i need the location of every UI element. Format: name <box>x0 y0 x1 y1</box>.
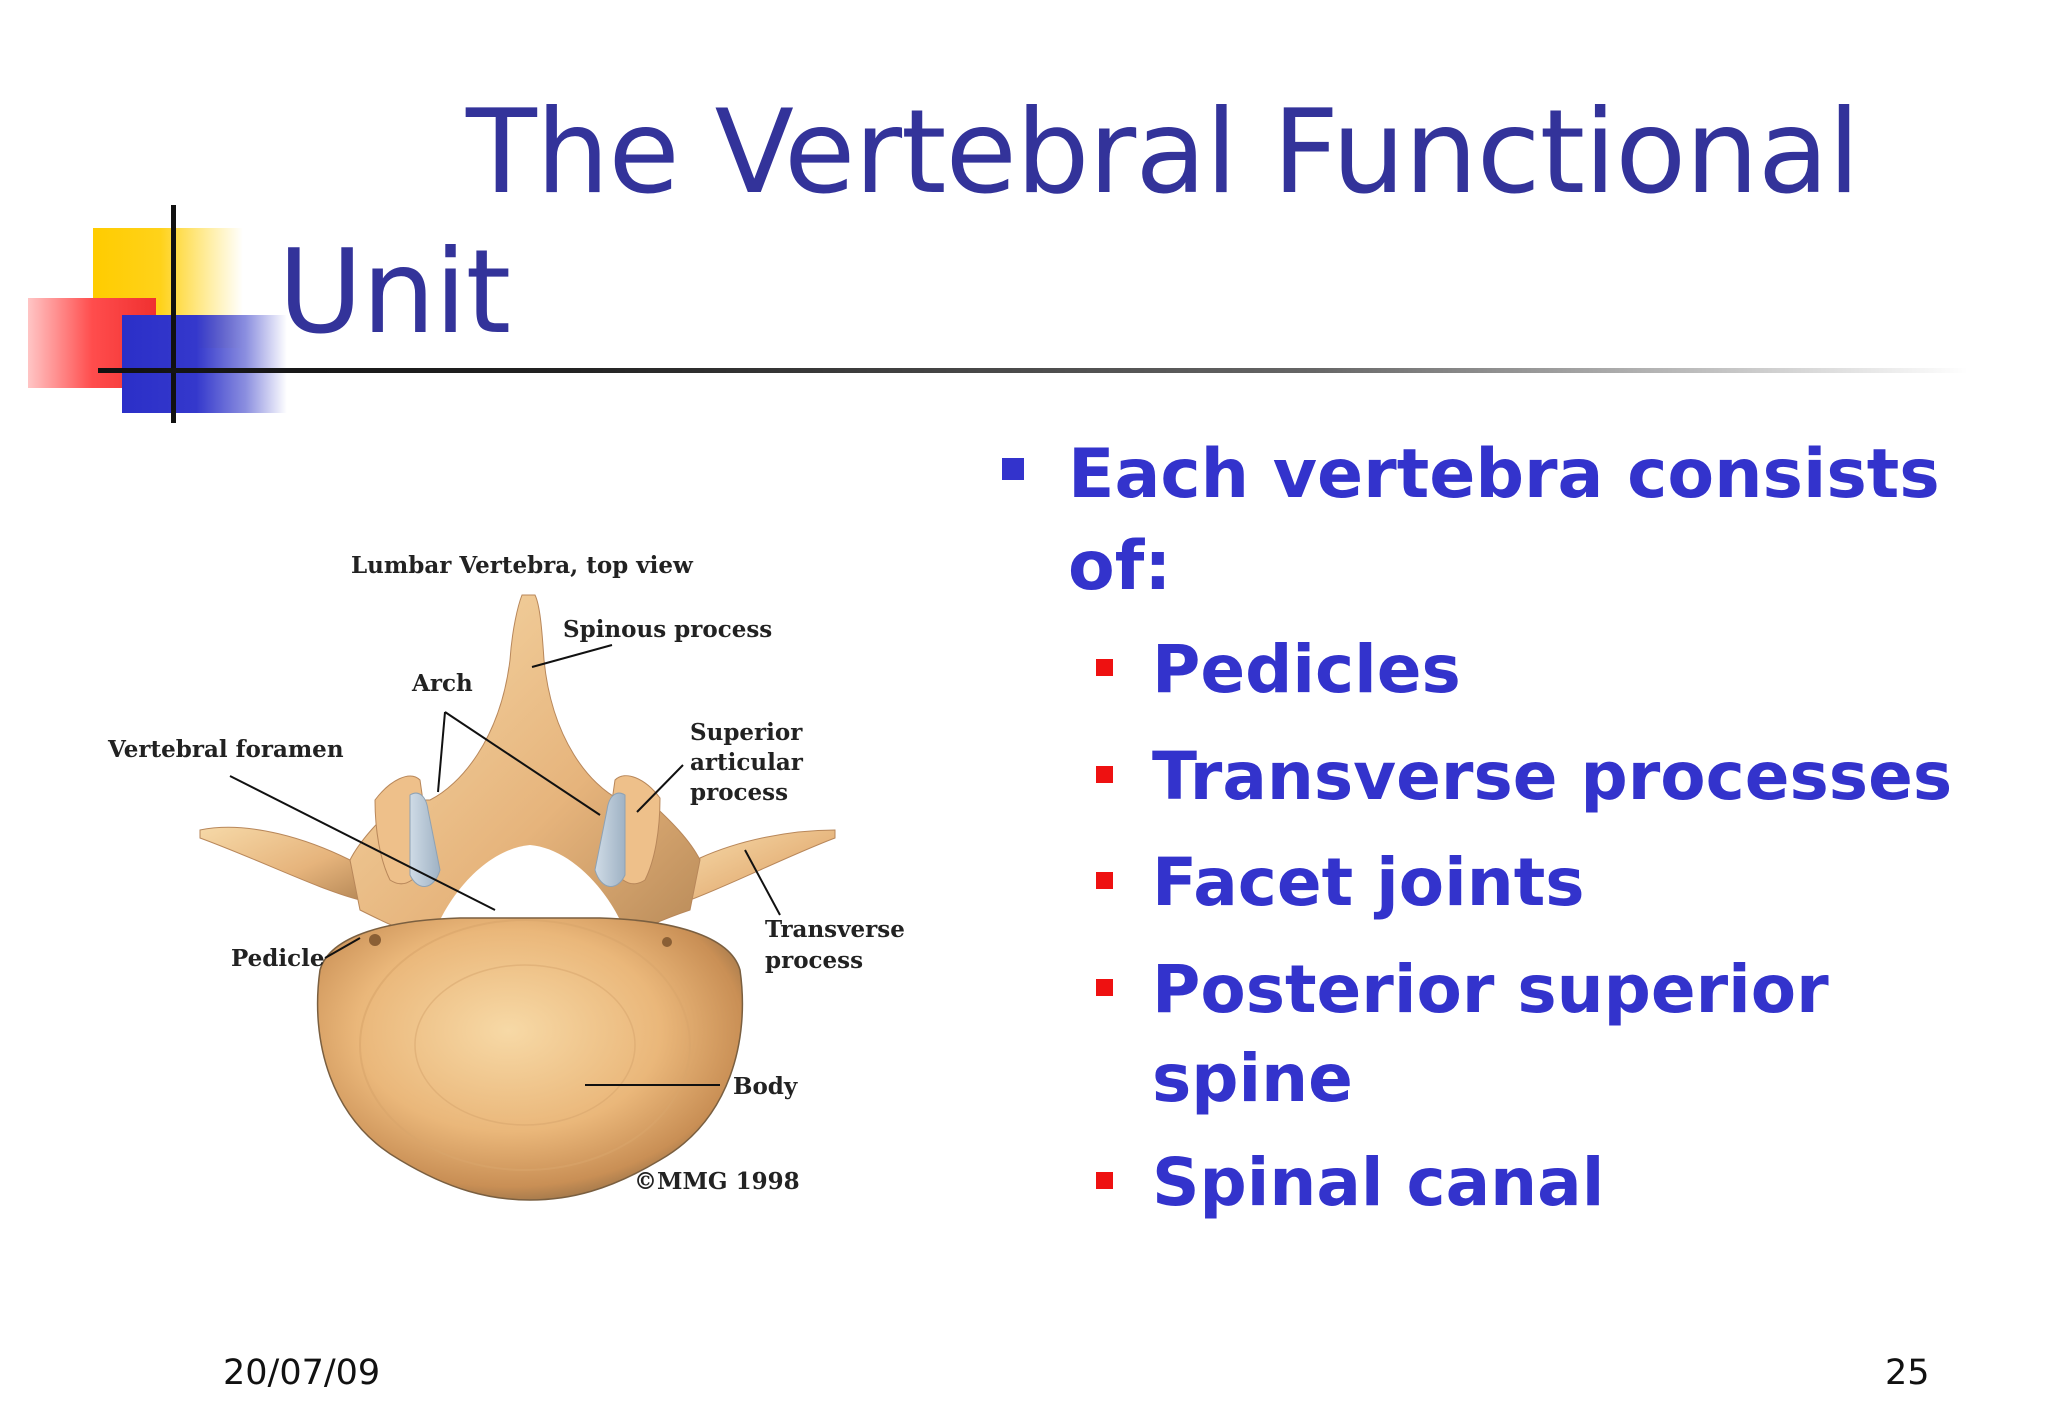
figure-heading: Lumbar Vertebra, top view <box>351 552 694 579</box>
sub-bullet-marker <box>1096 1172 1113 1189</box>
sub-bullet-posterior-line1: Posterior superior <box>1152 951 1829 1028</box>
title-underline <box>98 368 1968 373</box>
sub-bullet-marker <box>1096 979 1113 996</box>
sub-bullet-spinal-canal: Spinal canal <box>1152 1144 1605 1221</box>
sub-bullet-transverse: Transverse processes <box>1152 738 1953 815</box>
lumbar-vertebra-figure: Lumbar Vertebra, top view Spinous proces… <box>100 540 920 1220</box>
label-spinous-process: Spinous process <box>563 616 772 643</box>
decorative-vertical-line <box>171 205 176 423</box>
main-bullet-marker <box>1002 458 1024 480</box>
main-bullet-line2: of: <box>1068 527 1172 606</box>
label-superior-2: articular <box>690 749 804 776</box>
label-arch: Arch <box>411 670 473 697</box>
footer-date: 20/07/09 <box>223 1353 381 1393</box>
label-transverse-1: Transverse <box>765 916 905 943</box>
label-superior-1: Superior <box>690 719 803 746</box>
label-transverse-2: process <box>765 947 863 974</box>
label-vertebral-foramen: Vertebral foramen <box>107 736 344 763</box>
sub-bullet-pedicles: Pedicles <box>1152 631 1461 708</box>
sub-bullet-marker <box>1096 872 1113 889</box>
sub-bullet-marker <box>1096 659 1113 676</box>
main-bullet-line1: Each vertebra consists <box>1068 435 1940 514</box>
sub-bullet-facet: Facet joints <box>1152 844 1585 921</box>
vertebra-illustration: Lumbar Vertebra, top view Spinous proces… <box>107 552 905 1201</box>
figure-copyright: ©MMG 1998 <box>634 1168 800 1195</box>
slide-title-line1: The Vertebral Functional <box>466 85 1860 220</box>
label-body: Body <box>733 1073 798 1100</box>
label-pedicle: Pedicle <box>231 945 325 972</box>
label-superior-3: process <box>690 779 788 806</box>
sub-bullet-marker <box>1096 766 1113 783</box>
slide-title-line2: Unit <box>278 225 511 360</box>
decorative-blue-square <box>122 315 287 413</box>
sub-bullet-posterior-line2: spine <box>1152 1040 1353 1117</box>
page-number: 25 <box>1885 1353 1930 1393</box>
